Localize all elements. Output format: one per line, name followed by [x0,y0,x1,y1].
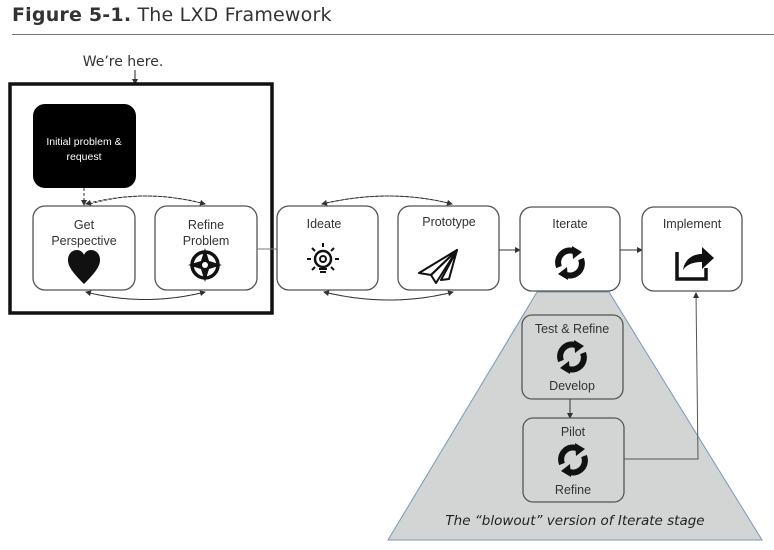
prototype-label: Prototype [422,215,476,229]
paper-plane-icon [418,249,458,284]
get-perspective-line1: Get [74,218,95,232]
pilot-to-implement-arrow [624,292,700,460]
initial-label-line1: Initial problem & [46,136,121,148]
loop-top-left-back [85,195,206,206]
node-test-refine: Test & Refine Develop [521,314,624,400]
current-stage-frame [8,82,274,315]
node-ideate: Ideate [276,205,379,291]
node-pilot: Pilot Refine [522,417,625,503]
pilot-top-label: Pilot [561,425,586,439]
pilot-bottom-label: Refine [555,483,591,497]
heart-icon [68,250,100,284]
loop-bottom-middle-back [323,290,454,301]
refine-problem-line2: Problem [183,234,230,248]
figure-number: Figure 5-1. [12,4,132,26]
compass-icon [188,248,222,282]
share-icon [675,247,714,281]
loop-bottom-left [85,290,206,300]
loop-top-left [89,195,206,206]
blowout-caption: The “blowout” version of Iterate stage [445,513,704,529]
blowout-triangle [387,291,763,541]
node-get-perspective: Get Perspective [32,205,136,291]
figure-title: Figure 5-1. The LXD Framework [12,4,332,26]
test-refine-top-label: Test & Refine [535,322,609,336]
get-perspective-line2: Perspective [51,234,116,248]
implement-label: Implement [663,217,722,231]
node-prototype: Prototype [397,205,500,291]
were-here-label: We’re here. [83,54,164,70]
initial-label-line2: request [66,151,101,163]
iterate-label: Iterate [552,217,587,231]
ideate-label: Ideate [307,217,342,231]
refine-problem-line1: Refine [188,218,224,232]
title-rule [12,34,774,35]
test-refine-bottom-label: Develop [549,379,595,393]
node-implement: Implement [641,206,743,292]
loop-bottom-middle [323,290,454,301]
lightbulb-icon [307,243,339,273]
node-iterate: Iterate [519,206,621,292]
loop-top-middle-back [321,195,453,206]
loop-bottom-left-back [85,290,206,300]
node-refine-problem: Refine Problem [154,205,258,291]
node-initial-problem: Initial problem & request [33,104,136,188]
figure-name: The LXD Framework [137,4,332,26]
